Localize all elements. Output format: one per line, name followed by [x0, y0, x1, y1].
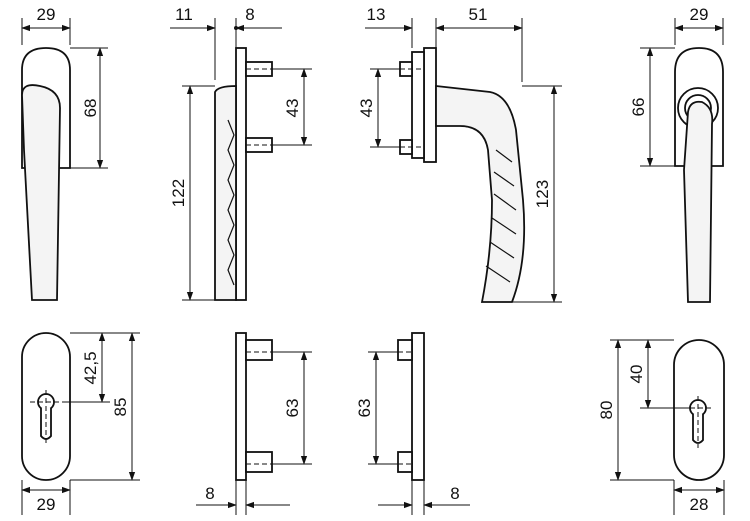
dim-rose-base-depth-left: 8 — [205, 484, 214, 503]
dim-rose-right-height: 80 — [597, 401, 616, 420]
side-view: 11 8 43 122 — [169, 5, 312, 301]
rose-side-left-view: 63 8 — [196, 332, 312, 515]
dim-rose-right-center: 40 — [627, 365, 646, 384]
dim-front-height: 68 — [81, 99, 100, 118]
rose-side-right-view: 63 8 — [355, 332, 470, 515]
dim-crank-projection: 51 — [469, 5, 488, 24]
front-handle-view: 29 68 — [21, 5, 108, 301]
dim-rose-base-depth-right: 8 — [450, 484, 459, 503]
dim-rose-pin-spacing-right: 63 — [355, 399, 374, 418]
dim-crank-total-height: 123 — [533, 180, 552, 208]
dim-side-pin-spacing: 43 — [283, 99, 302, 118]
dim-front-width: 29 — [37, 5, 56, 24]
dim-rose-pin-spacing-left: 63 — [283, 399, 302, 418]
dim-rear-height: 66 — [629, 98, 648, 117]
dim-crank-base-depth: 13 — [367, 5, 386, 24]
dim-rose-left-width: 29 — [37, 495, 56, 514]
dim-rose-right-width: 28 — [690, 495, 709, 514]
dim-crank-pin-spacing: 43 — [357, 99, 376, 118]
rose-plate-left-view: 42,5 85 29 — [21, 332, 140, 515]
dim-rose-left-center: 42,5 — [81, 351, 100, 384]
rose-plate-right-view: 80 40 28 — [597, 339, 725, 515]
dim-side-offset: 11 — [175, 5, 193, 24]
crank-handle-view: 13 51 43 123 — [357, 5, 562, 303]
dim-rear-width: 29 — [690, 5, 709, 24]
dim-side-base-depth: 8 — [245, 5, 254, 24]
rear-handle-view: 29 66 — [629, 5, 724, 303]
dim-rose-left-height: 85 — [111, 398, 130, 417]
dim-side-total-height: 122 — [169, 179, 188, 207]
